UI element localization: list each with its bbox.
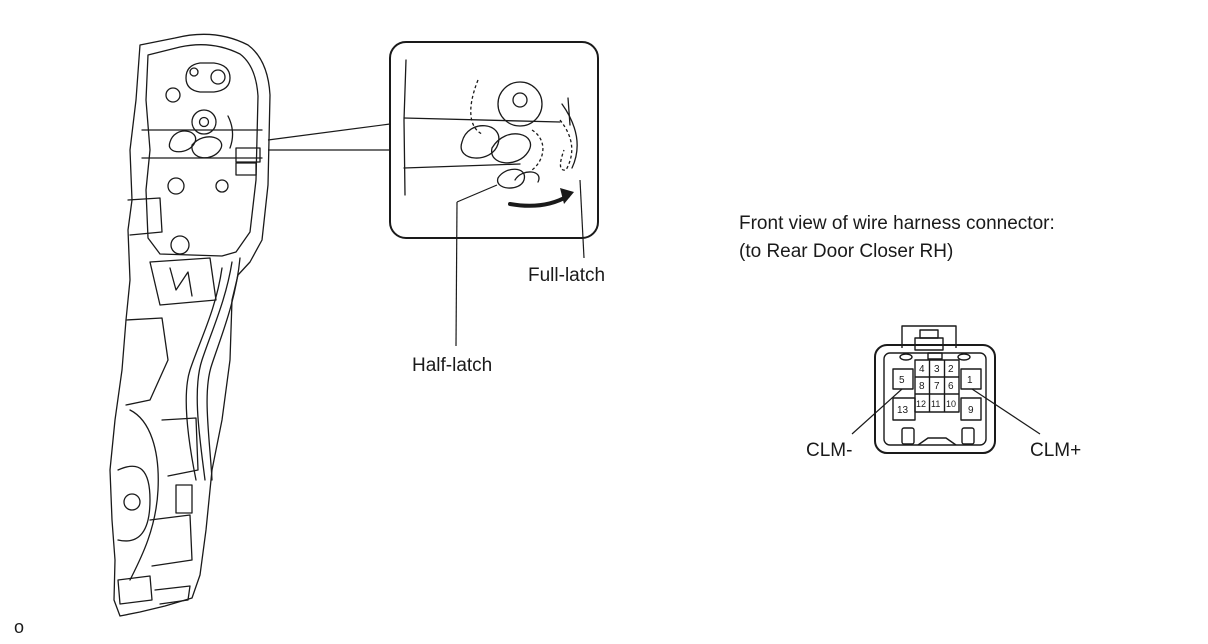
half-latch-label: Half-latch	[412, 355, 492, 376]
pin-1: 1	[967, 375, 973, 386]
pin-12: 12	[916, 399, 926, 409]
pin-8: 8	[919, 381, 925, 392]
callout-frame	[389, 41, 599, 239]
door-lock-assembly	[109, 33, 271, 617]
zoom-leader-lines	[267, 123, 391, 151]
pin-3: 3	[934, 364, 940, 375]
pin-11: 11	[931, 399, 940, 409]
label-leaders	[455, 179, 585, 347]
pin-7: 7	[934, 381, 940, 392]
clm-leaders	[851, 388, 1041, 435]
connector-housing	[874, 344, 996, 454]
pin-9: 9	[968, 405, 974, 416]
pin-6: 6	[948, 381, 954, 392]
clm-minus-label: CLM-	[806, 440, 852, 461]
pin-5: 5	[899, 375, 905, 386]
full-latch-label: Full-latch	[528, 265, 605, 286]
connector-pin-labels: 4 3 2 8 7 6 12 11 10 5 1 13 9	[897, 364, 974, 416]
pin-10: 10	[946, 399, 956, 409]
pin-4: 4	[919, 364, 925, 375]
connector-title-line1: Front view of wire harness connector:	[739, 213, 1055, 234]
pin-13: 13	[897, 405, 909, 416]
connector-title-line2: (to Rear Door Closer RH)	[739, 241, 953, 262]
clm-plus-label: CLM+	[1030, 440, 1081, 461]
corner-mark: o	[14, 617, 24, 637]
wire-harness-connector	[874, 325, 996, 454]
pin-2: 2	[948, 364, 954, 375]
latch-detail-callout	[389, 41, 599, 239]
